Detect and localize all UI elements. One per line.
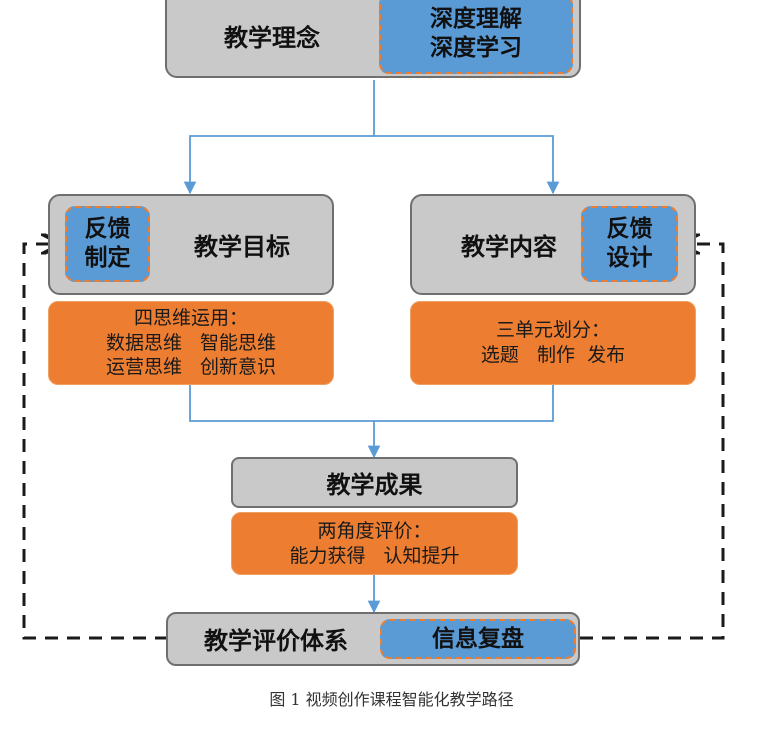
feedback-loop-right <box>580 244 725 640</box>
two-angle-evaluation-detail: 两角度评价： 能力获得 认知提升 <box>231 512 518 575</box>
teaching-content-box: 教学内容 反馈 设计 <box>410 194 696 295</box>
badge-line: 深度学习 <box>430 35 522 61</box>
detail-line: 运营思维 创新意识 <box>105 356 277 379</box>
detail-line: 三单元划分： <box>495 319 610 342</box>
badge-line: 制定 <box>84 245 131 271</box>
info-review-badge: 信息复盘 <box>380 619 576 659</box>
detail-line: 四思维运用： <box>133 306 248 329</box>
detail-line: 选题 制作 发布 <box>480 344 626 366</box>
detail-line: 能力获得 认知提升 <box>289 544 460 567</box>
four-thinking-detail: 四思维运用： 数据思维 智能思维 运营思维 创新意识 <box>48 301 334 385</box>
top-split-connector <box>183 80 560 195</box>
three-unit-detail: 三单元划分： 选题 制作 发布 <box>410 301 696 385</box>
teaching-philosophy-title: 教学理念 <box>224 23 320 52</box>
badge-line: 反馈 <box>606 216 653 243</box>
deep-learning-badge: 深度理解 深度学习 <box>379 0 573 74</box>
badge-line: 反馈 <box>84 216 131 243</box>
feedback-formulation-badge: 反馈 制定 <box>65 206 150 282</box>
teaching-philosophy-box: 教学理念 深度理解 深度学习 <box>165 0 581 78</box>
badge-line: 深度理解 <box>430 6 522 33</box>
badge-line: 设计 <box>606 245 653 271</box>
feedback-design-badge: 反馈 设计 <box>581 206 678 282</box>
teaching-results-box: 教学成果 <box>231 457 518 508</box>
detail-line: 两角度评价： <box>317 519 432 542</box>
evaluation-system-box: 教学评价体系 信息复盘 <box>166 612 580 666</box>
merge-connector <box>189 384 554 459</box>
evaluation-system-title: 教学评价体系 <box>204 627 348 655</box>
figure-caption: 图 1 视频创作课程智能化教学路径 <box>269 690 514 709</box>
detail-line: 数据思维 智能思维 <box>105 331 277 354</box>
teaching-goals-title: 教学目标 <box>194 232 290 261</box>
feedback-loop-left <box>22 244 168 640</box>
teaching-goals-box: 反馈 制定 教学目标 <box>48 194 334 295</box>
teaching-content-title: 教学内容 <box>461 232 557 261</box>
